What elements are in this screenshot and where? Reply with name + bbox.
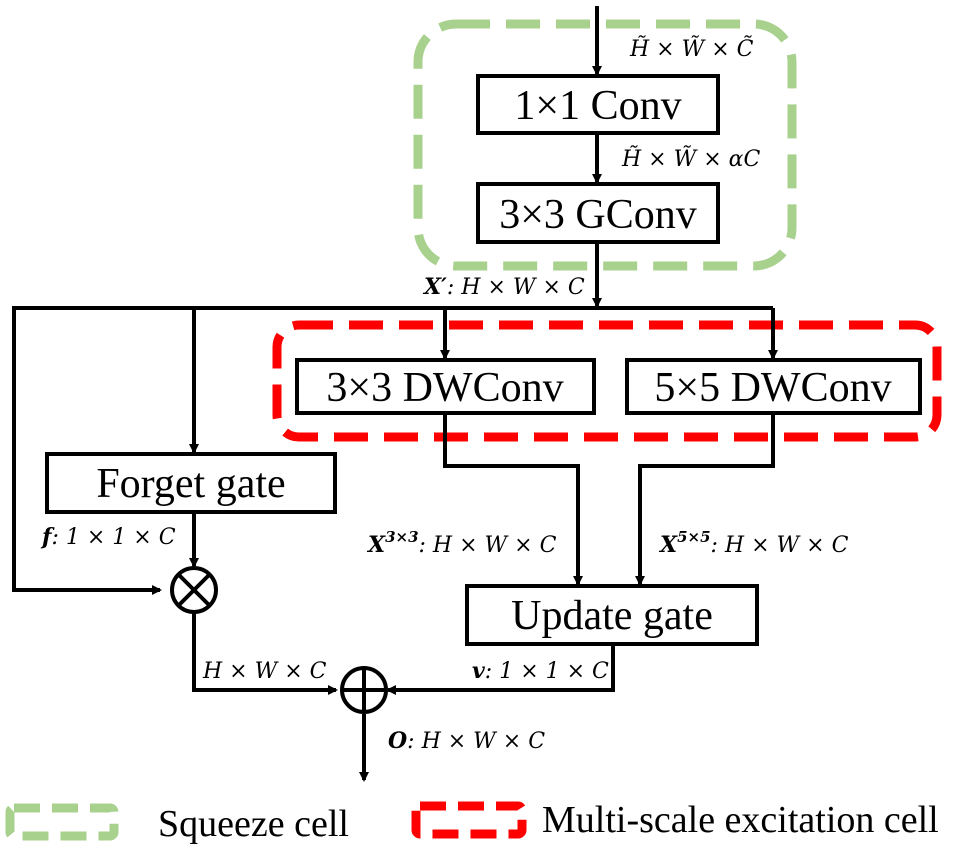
o-label: O: H × W × C (388, 728, 545, 754)
x-prime-bus (12, 306, 773, 595)
update-gate-box: Update gate (465, 584, 759, 646)
dw3-to-update-arrow (443, 413, 583, 586)
x3-label: X3×3: H × W × C (366, 528, 557, 558)
squeeze-legend-label: Squeeze cell (158, 803, 349, 845)
v-label: v: 1 × 1 × C (472, 658, 609, 684)
dw5-to-update-arrow (635, 413, 775, 586)
update-gate-label: Update gate (511, 593, 713, 639)
squeeze-cell-region (413, 19, 797, 271)
update-to-add-arrow (386, 644, 615, 695)
add-operator-icon (340, 666, 388, 714)
connection-wires (12, 6, 778, 782)
excitation-legend-swatch (411, 801, 527, 839)
conv1x1-label: 1×1 Conv (514, 83, 681, 129)
dwconv3x3-label: 3×3 DWConv (326, 365, 563, 411)
legend: Squeeze cell Multi-scale excitation cell (5, 799, 939, 845)
conv1x1-box: 1×1 Conv (476, 74, 720, 135)
gconv3x3-box: 3×3 GConv (476, 182, 720, 244)
x5-label: X5×5: H × W × C (658, 528, 849, 558)
excitation-cell-region (272, 320, 942, 442)
f-label: f: 1 × 1 × C (40, 524, 176, 550)
dwconv3x3-box: 3×3 DWConv (295, 358, 596, 415)
mid-dim-label: H̃ × W̃ × αC (621, 146, 760, 172)
forget-gate-label: Forget gate (96, 461, 285, 507)
dwconv5x5-box: 5×5 DWConv (625, 358, 922, 415)
mul-to-add-arrow (192, 612, 338, 695)
forget-gate-box: Forget gate (45, 452, 337, 514)
gconv3x3-label: 3×3 GConv (499, 192, 697, 238)
excitation-legend-label: Multi-scale excitation cell (542, 799, 939, 841)
x-prime-label: X′: H × W × C (422, 274, 585, 300)
dwconv5x5-label: 5×5 DWConv (654, 365, 891, 411)
squeeze-legend-swatch (5, 803, 119, 841)
multiply-operator-icon (170, 566, 218, 614)
mul-out-dim-label: H × W × C (202, 659, 327, 684)
input-dim-label: H̃ × W̃ × C̃ (629, 36, 754, 62)
